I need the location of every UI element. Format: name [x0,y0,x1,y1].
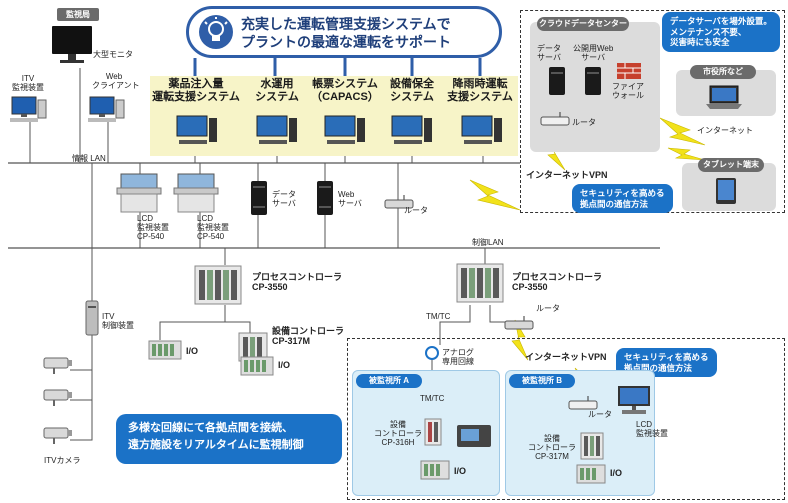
headline-box: 充実した運転管理支援システムで プラントの最適な運転をサポート [186,6,502,58]
internet-label: インターネット [697,126,753,135]
analog-line-icon [425,346,439,360]
system-equipment-maintenance: 設備保全システム [390,78,434,104]
headline-line-1: 充実した運転管理支援システムで [241,16,451,32]
web-client-pc-icon [88,96,125,122]
site-a-io-label: I/O [454,466,467,476]
headline-line-2: プラントの最適な運転をサポート [241,34,451,51]
data-server-label: データサーバ [272,190,296,209]
remote-sites-border [347,338,785,500]
router-label-right: ルータ [536,304,560,313]
system-pc-icon-5 [461,115,502,144]
itv-camera-icon-1 [43,357,72,374]
internet-vpn-label-lower: インターネットVPN [525,352,607,362]
cloud-data-server-icon [549,67,565,95]
system-water-operation: 水運用システム [255,78,299,104]
tablet-icon [716,178,736,204]
bottom-callout-line-1: 多様な回線にて各拠点間を接続、 [128,422,293,434]
lcd-console-icon-1 [116,173,162,213]
site-b-router-icon [568,396,598,410]
site-a-controller-icon [424,418,442,446]
router-label: ルータ [404,206,428,215]
site-b-io-label: I/O [610,468,623,478]
cloud-data-server-label: データサーバ [537,44,561,63]
system-pc-icon-2 [256,115,297,144]
web-server-icon [317,181,333,215]
io-module-icon-left [148,340,182,360]
headline-text: 充実した運転管理支援システムで プラントの最適な運転をサポート [241,15,451,51]
system-rainfall-operation: 降雨時運転支援システム [447,78,513,104]
tmtc-top-label: TM/TC [426,312,451,321]
site-b-tag: 被監視所 B [509,374,575,388]
system-pc-icon-3 [324,115,365,144]
site-b-io-icon [576,464,606,484]
firewall-icon [617,63,641,79]
system-pc-icon-4 [391,115,432,144]
equipment-controller-icon [238,332,268,362]
data-server-icon [251,181,267,215]
monitoring-room-tag: 監視局 [57,8,99,21]
site-b-router-label: ルータ [588,410,612,419]
cloud-router-label: ルータ [572,118,596,127]
large-monitor-label: 大型モニタ [93,50,133,59]
security-callout-cloud: セキュリティを高める拠点間の通信方法 [572,184,673,214]
system-report-capacs: 帳票システム（CAPACS） [311,78,379,104]
control-lan-label: 制御LAN [472,238,504,247]
bottom-callout: 多様な回線にて各拠点間を接続、 遠方施設をリアルタイムに監視制御 [116,414,342,464]
itv-monitor-pc-icon [10,96,47,122]
site-a-device-icon [457,425,491,447]
laptop-icon [706,85,742,109]
cloud-web-server-icon [585,67,601,95]
router-icon [384,195,414,209]
itv-camera-icon-2 [43,389,72,406]
tablet-tag: タブレット端末 [698,158,764,172]
site-a-tmtc-label: TM/TC [420,394,445,403]
site-b-lcd-icon [618,386,650,414]
system-chemical-injection: 薬品注入量運転支援システム [152,78,240,104]
itv-camera-label: ITVカメラ [44,456,81,465]
cloud-tag: クラウドデータセンター [537,17,629,31]
site-b-controller-icon [580,432,604,460]
io-module-icon-equip [240,356,274,376]
lcd-console-icon-2 [173,173,219,213]
system-pc-icon-1 [176,115,217,144]
process-controller-icon-left [194,265,242,305]
site-a-io-icon [420,460,450,480]
itv-camera-icon-3 [43,427,72,444]
firewall-label: ファイアウォール [612,82,644,101]
bottom-callout-line-2: 遠方施設をリアルタイムに監視制御 [128,439,304,452]
router-icon-right [504,316,534,330]
city-hall-tag: 市役所など [690,65,756,79]
io-label-equip: I/O [278,360,291,370]
lightbulb-icon [199,15,233,49]
large-monitor-icon [52,26,92,63]
process-controller-icon-right [456,263,504,303]
info-lan-label: 情報 LAN [72,154,106,163]
cloud-benefit-callout: データサーバを場外設置。メンテナンス不要、災害時にも安全 [662,12,780,52]
io-label-left: I/O [186,346,199,356]
site-a-tag: 被監視所 A [356,374,422,388]
analog-line-label: アナログ専用回線 [442,348,474,367]
itv-control-unit-icon [85,300,99,336]
internet-vpn-label-cloud: インターネットVPN [526,170,608,180]
cloud-router-icon [540,112,570,126]
